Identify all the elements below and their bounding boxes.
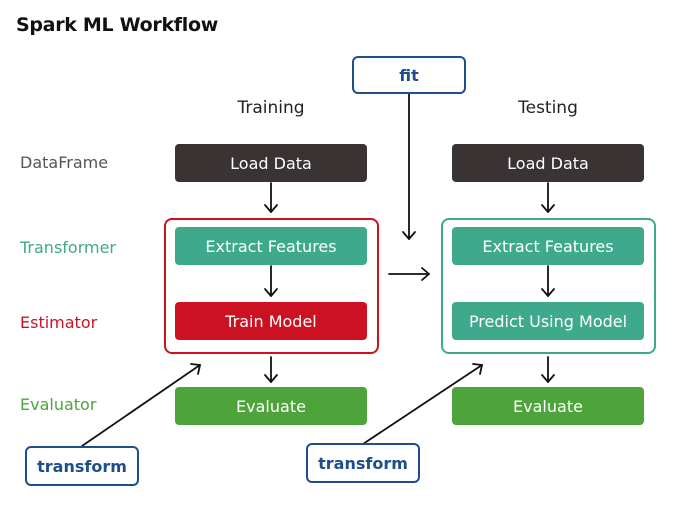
evaluator-row-label: Evaluator	[20, 395, 97, 414]
transform-left-operation-label: transform	[25, 446, 139, 486]
transform-right-arrow	[362, 364, 483, 445]
testing-column-heading: Testing	[518, 98, 578, 118]
estimator-row-label: Estimator	[20, 313, 98, 332]
predict-using-model-box: Predict Using Model	[452, 302, 644, 340]
testing-evaluate-box: Evaluate	[452, 387, 644, 425]
fit-operation-label: fit	[352, 56, 466, 94]
diagram-title: Spark ML Workflow	[16, 14, 218, 36]
transform-right-operation-label: transform	[306, 443, 420, 483]
testing-model-group	[441, 218, 656, 354]
testing-load-data-box: Load Data	[452, 144, 644, 182]
transformer-row-label: Transformer	[20, 238, 117, 257]
dataframe-row-label: DataFrame	[20, 153, 109, 172]
testing-extract-features-box: Extract Features	[452, 227, 644, 265]
training-load-data-box: Load Data	[175, 144, 367, 182]
training-column-heading: Training	[237, 98, 305, 118]
training-evaluate-box: Evaluate	[175, 387, 367, 425]
transform-left-arrow	[81, 364, 201, 447]
train-model-box: Train Model	[175, 302, 367, 340]
training-extract-features-box: Extract Features	[175, 227, 367, 265]
training-model-group	[164, 218, 379, 354]
